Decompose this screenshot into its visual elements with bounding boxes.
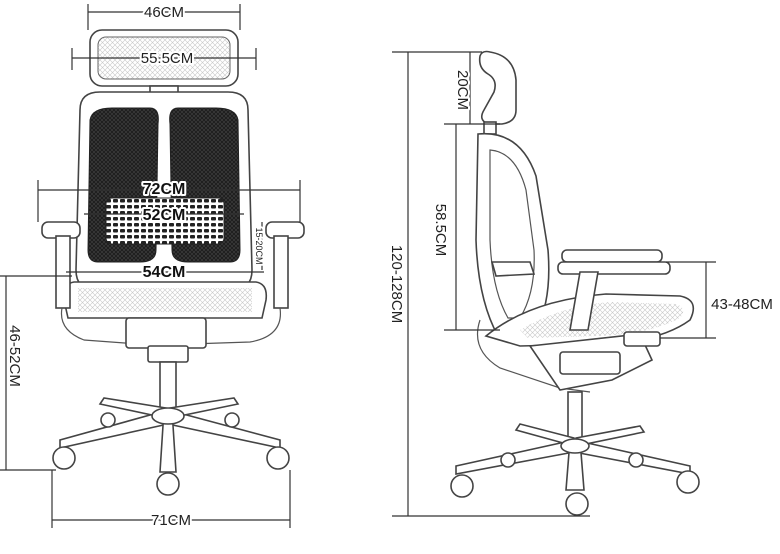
- front-chair-drawing: [41, 29, 305, 496]
- label-backrest-height: 58.5CM: [432, 204, 449, 257]
- front-armrest-left: [41, 221, 139, 345]
- label-headrest-height: 20CM: [454, 70, 471, 110]
- front-armrest-right: [189, 221, 305, 345]
- label-armrest-height: 43-48CM: [711, 296, 773, 313]
- side-dimension-lines: [392, 51, 716, 517]
- front-base: [59, 397, 281, 473]
- side-casters: [450, 452, 700, 516]
- side-gas-cylinder: [567, 391, 583, 443]
- front-dimension-lines: [0, 4, 301, 528]
- label-armrest-adjust: 15-20CM: [254, 227, 264, 264]
- label-total-height: 120-128CM: [388, 245, 405, 323]
- side-chair-drawing: [450, 50, 700, 516]
- label-lumbar-width: 52CM: [143, 207, 186, 224]
- front-lumbar-support: [105, 197, 225, 245]
- label-headrest-width: 46CM: [144, 4, 184, 21]
- label-headrest-inner: 55.5CM: [141, 50, 194, 67]
- label-seat-height: 46-52CM: [6, 325, 23, 387]
- side-armrest: [557, 249, 671, 331]
- label-seat-width: 54CM: [143, 264, 186, 281]
- side-headrest: [478, 50, 517, 125]
- front-gas-cylinder: [159, 361, 177, 413]
- label-armrest-span: 72CM: [143, 181, 186, 198]
- front-casters: [52, 412, 290, 496]
- label-base-width: 71CM: [151, 512, 191, 529]
